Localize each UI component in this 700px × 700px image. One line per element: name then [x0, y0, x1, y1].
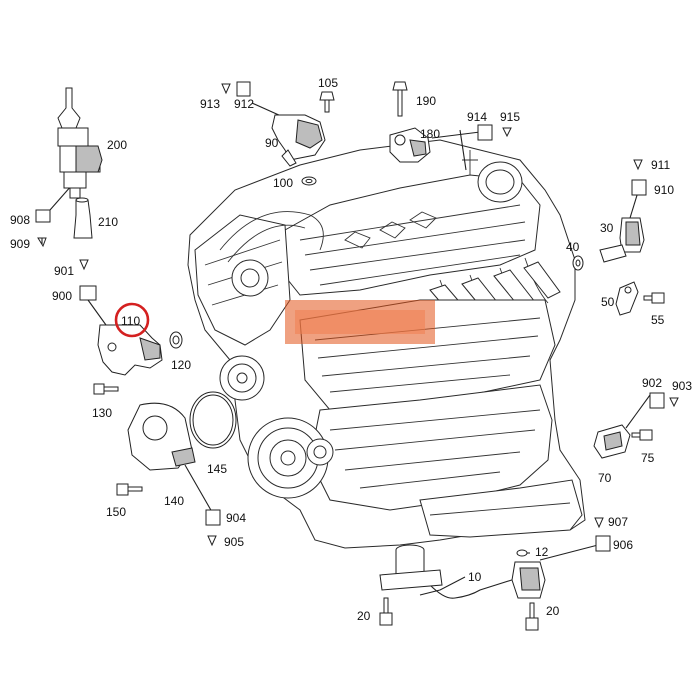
- part-55-bolt: [643, 292, 665, 304]
- label-914: 914: [467, 110, 487, 124]
- part-10-oil-sensor: [379, 544, 443, 591]
- label-130: 130: [92, 406, 112, 420]
- part-180-sensor: [389, 127, 431, 163]
- part-912-seal: [236, 81, 251, 97]
- part-50-bracket: [615, 281, 639, 316]
- label-20-right: 20: [546, 604, 560, 618]
- part-908-seal: [35, 209, 51, 223]
- part-909-pin: [37, 237, 47, 248]
- part-70-sensor: [593, 424, 631, 459]
- label-906: 906: [613, 538, 633, 552]
- part-105-bolt: [319, 91, 335, 113]
- label-100: 100: [273, 176, 293, 190]
- part-110-camshaft-sensor: [97, 324, 163, 376]
- label-912: 912: [234, 97, 254, 111]
- part-30-sensor: [599, 217, 645, 263]
- part-903-pin: [669, 397, 679, 408]
- label-900: 900: [52, 289, 72, 303]
- part-75-bolt: [631, 429, 653, 441]
- part-130-bolt: [93, 383, 119, 395]
- part-907-pin: [594, 517, 604, 529]
- part-12-oring: [516, 549, 528, 557]
- label-12: 12: [535, 545, 549, 559]
- label-908: 908: [10, 213, 30, 227]
- part-150-bolt: [116, 483, 143, 496]
- label-190: 190: [416, 94, 436, 108]
- label-55: 55: [651, 313, 665, 327]
- part-20-bolt-left: [379, 597, 393, 626]
- label-904: 904: [226, 511, 246, 525]
- label-140: 140: [164, 494, 184, 508]
- label-902: 902: [642, 376, 662, 390]
- label-50: 50: [601, 295, 615, 309]
- label-910: 910: [654, 183, 674, 197]
- label-105: 105: [318, 76, 338, 90]
- part-20-bolt-right: [525, 602, 539, 631]
- highlight-circle: [114, 302, 150, 338]
- part-906-seal: [595, 535, 611, 552]
- label-909: 909: [10, 237, 30, 251]
- label-915: 915: [500, 110, 520, 124]
- label-180: 180: [420, 127, 440, 141]
- label-911: 911: [651, 158, 670, 172]
- label-200: 200: [107, 138, 127, 152]
- part-labels: 200 210 908 909 913 912 90 105 100 190 1…: [10, 76, 692, 623]
- label-75: 75: [641, 451, 655, 465]
- label-913: 913: [200, 97, 220, 111]
- label-145: 145: [207, 462, 227, 476]
- label-90: 90: [265, 136, 279, 150]
- part-10-oil-sensor-unit: [511, 561, 546, 599]
- watermark-logo: [285, 300, 435, 344]
- part-910-seal: [631, 179, 647, 196]
- label-70: 70: [598, 471, 612, 485]
- label-10: 10: [468, 570, 482, 584]
- part-901-pin: [79, 259, 89, 271]
- label-901: 901: [54, 264, 74, 278]
- label-210: 210: [98, 215, 118, 229]
- part-914-seal: [477, 124, 493, 141]
- label-150: 150: [106, 505, 126, 519]
- part-145-gasket: [189, 391, 237, 449]
- label-905: 905: [224, 535, 244, 549]
- part-902-seal: [649, 392, 665, 409]
- part-200-pressure-sensor: [57, 87, 103, 199]
- part-dipstick: [459, 129, 467, 171]
- part-190-bolt: [392, 81, 408, 117]
- part-905-pin: [207, 535, 217, 547]
- part-900-seal: [79, 285, 97, 301]
- label-40: 40: [566, 240, 580, 254]
- part-913-pin: [221, 83, 231, 95]
- part-120-oring: [169, 331, 183, 349]
- label-903: 903: [672, 379, 692, 393]
- label-20-left: 20: [357, 609, 371, 623]
- part-911-pin: [633, 159, 643, 171]
- part-90-sensor: [271, 114, 326, 167]
- part-210-fitting: [73, 197, 93, 239]
- part-40-oring: [572, 255, 584, 271]
- part-140-actuator: [127, 402, 196, 471]
- label-110: 110: [121, 314, 140, 328]
- label-907: 907: [608, 515, 628, 529]
- part-100-oring: [301, 176, 317, 186]
- part-915-pin: [502, 127, 512, 138]
- label-120: 120: [171, 358, 191, 372]
- label-30: 30: [600, 221, 614, 235]
- part-904-seal: [205, 509, 221, 526]
